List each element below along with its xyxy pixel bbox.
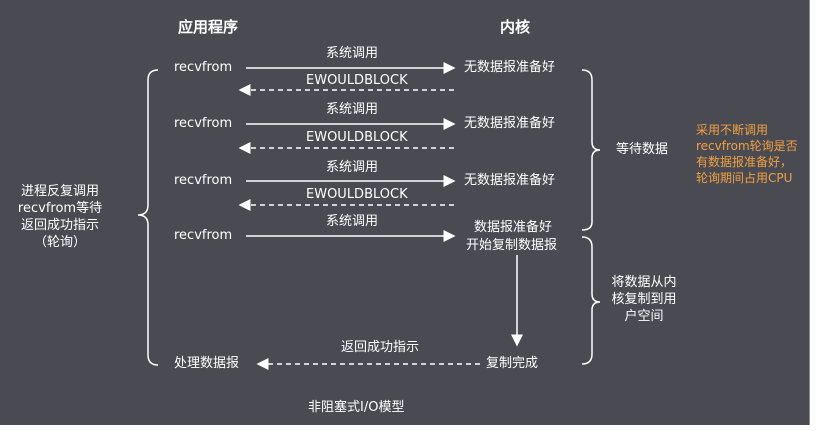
- copy-complete-label: 复制完成: [486, 356, 539, 371]
- polling-note: 进程反复调用 recvfrom等待 返回成功指示 （轮询）: [0, 183, 120, 251]
- annotation-line4: 轮询期间占用CPU: [696, 171, 793, 185]
- annotation-line3: 有数据报准备好，: [696, 155, 793, 169]
- cpu-polling-annotation: 采用不断调用 recvfrom轮询是否 有数据报准备好， 轮询期间占用CPU: [696, 122, 798, 186]
- polling-note-line2: recvfrom等待: [17, 201, 103, 216]
- polling-note-line3: 返回成功指示: [20, 218, 99, 233]
- syscall-label-3: 系统调用: [326, 160, 379, 175]
- kernel-not-ready-2: 无数据报准备好: [464, 116, 556, 131]
- return-success-label: 返回成功指示: [341, 340, 420, 355]
- ewouldblock-label-3: EWOULDBLOCK: [306, 187, 408, 202]
- copy-label-line1: 将数据从内: [611, 275, 677, 290]
- left-brace: [137, 69, 159, 366]
- syscall-label-2: 系统调用: [326, 102, 379, 117]
- wait-brace: [581, 69, 601, 231]
- copy-brace: [581, 236, 601, 365]
- polling-note-line4: （轮询）: [33, 235, 86, 250]
- recvfrom-label-3: recvfrom: [174, 173, 233, 188]
- copy-label-line3: 户空间: [624, 309, 664, 324]
- recvfrom-label-1: recvfrom: [174, 60, 233, 75]
- kernel-column-header: 内核: [500, 18, 531, 36]
- ewouldblock-label-2: EWOULDBLOCK: [306, 130, 408, 145]
- process-datagram-label: 处理数据报: [174, 356, 240, 371]
- wait-for-data-label: 等待数据: [616, 142, 669, 157]
- syscall-label-4: 系统调用: [326, 214, 379, 229]
- annotation-line1: 采用不断调用: [696, 123, 769, 137]
- copy-to-user-label: 将数据从内 核复制到用 户空间: [606, 274, 682, 325]
- diagram-caption: 非阻塞式I/O模型: [308, 400, 405, 415]
- kernel-start-copy: 开始复制数据报: [466, 238, 558, 253]
- recvfrom-label-2: recvfrom: [174, 116, 233, 131]
- syscall-label-1: 系统调用: [326, 46, 379, 61]
- diagram-canvas: 应用程序 内核 recvfrom 系统调用 EWOULDBLOCK 无数据报准备…: [0, 0, 810, 425]
- recvfrom-label-4: recvfrom: [174, 228, 233, 243]
- kernel-data-ready: 数据报准备好: [474, 220, 553, 235]
- diagram-lines: [137, 62, 601, 370]
- ewouldblock-label-1: EWOULDBLOCK: [306, 73, 408, 88]
- app-column-header: 应用程序: [178, 18, 239, 36]
- copy-label-line2: 核复制到用: [611, 292, 677, 307]
- kernel-not-ready-3: 无数据报准备好: [464, 173, 556, 188]
- polling-note-line1: 进程反复调用: [20, 184, 99, 199]
- kernel-not-ready-1: 无数据报准备好: [464, 60, 556, 75]
- annotation-line2: recvfrom轮询是否: [696, 139, 798, 153]
